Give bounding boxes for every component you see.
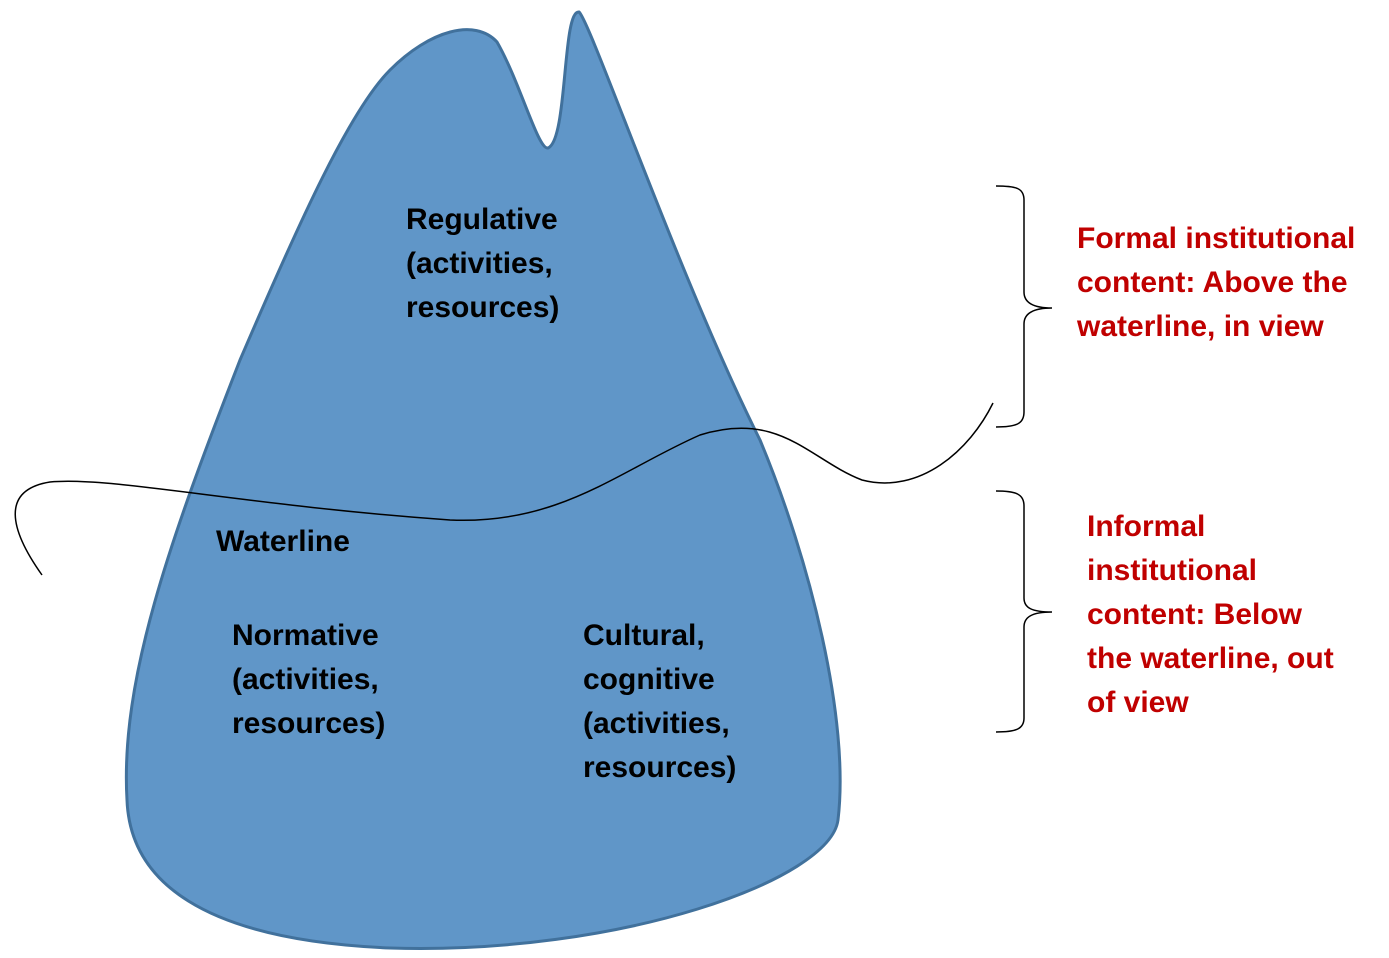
waterline-label: Waterline (216, 525, 350, 558)
formal-bracket (995, 185, 1053, 428)
informal-bracket (995, 490, 1053, 733)
normative-label: Normative (activities, resources) (232, 619, 386, 740)
waterline-curve (14, 402, 994, 576)
cultural-cognitive-label: Cultural, cognitive (activities, resourc… (583, 619, 737, 784)
informal-content-annotation: Informal institutional content: Below th… (1087, 510, 1334, 719)
regulative-label: Regulative (activities, resources) (406, 203, 560, 324)
formal-content-annotation: Formal institutional content: Above the … (1077, 222, 1356, 343)
iceberg-shape (124, 10, 842, 950)
